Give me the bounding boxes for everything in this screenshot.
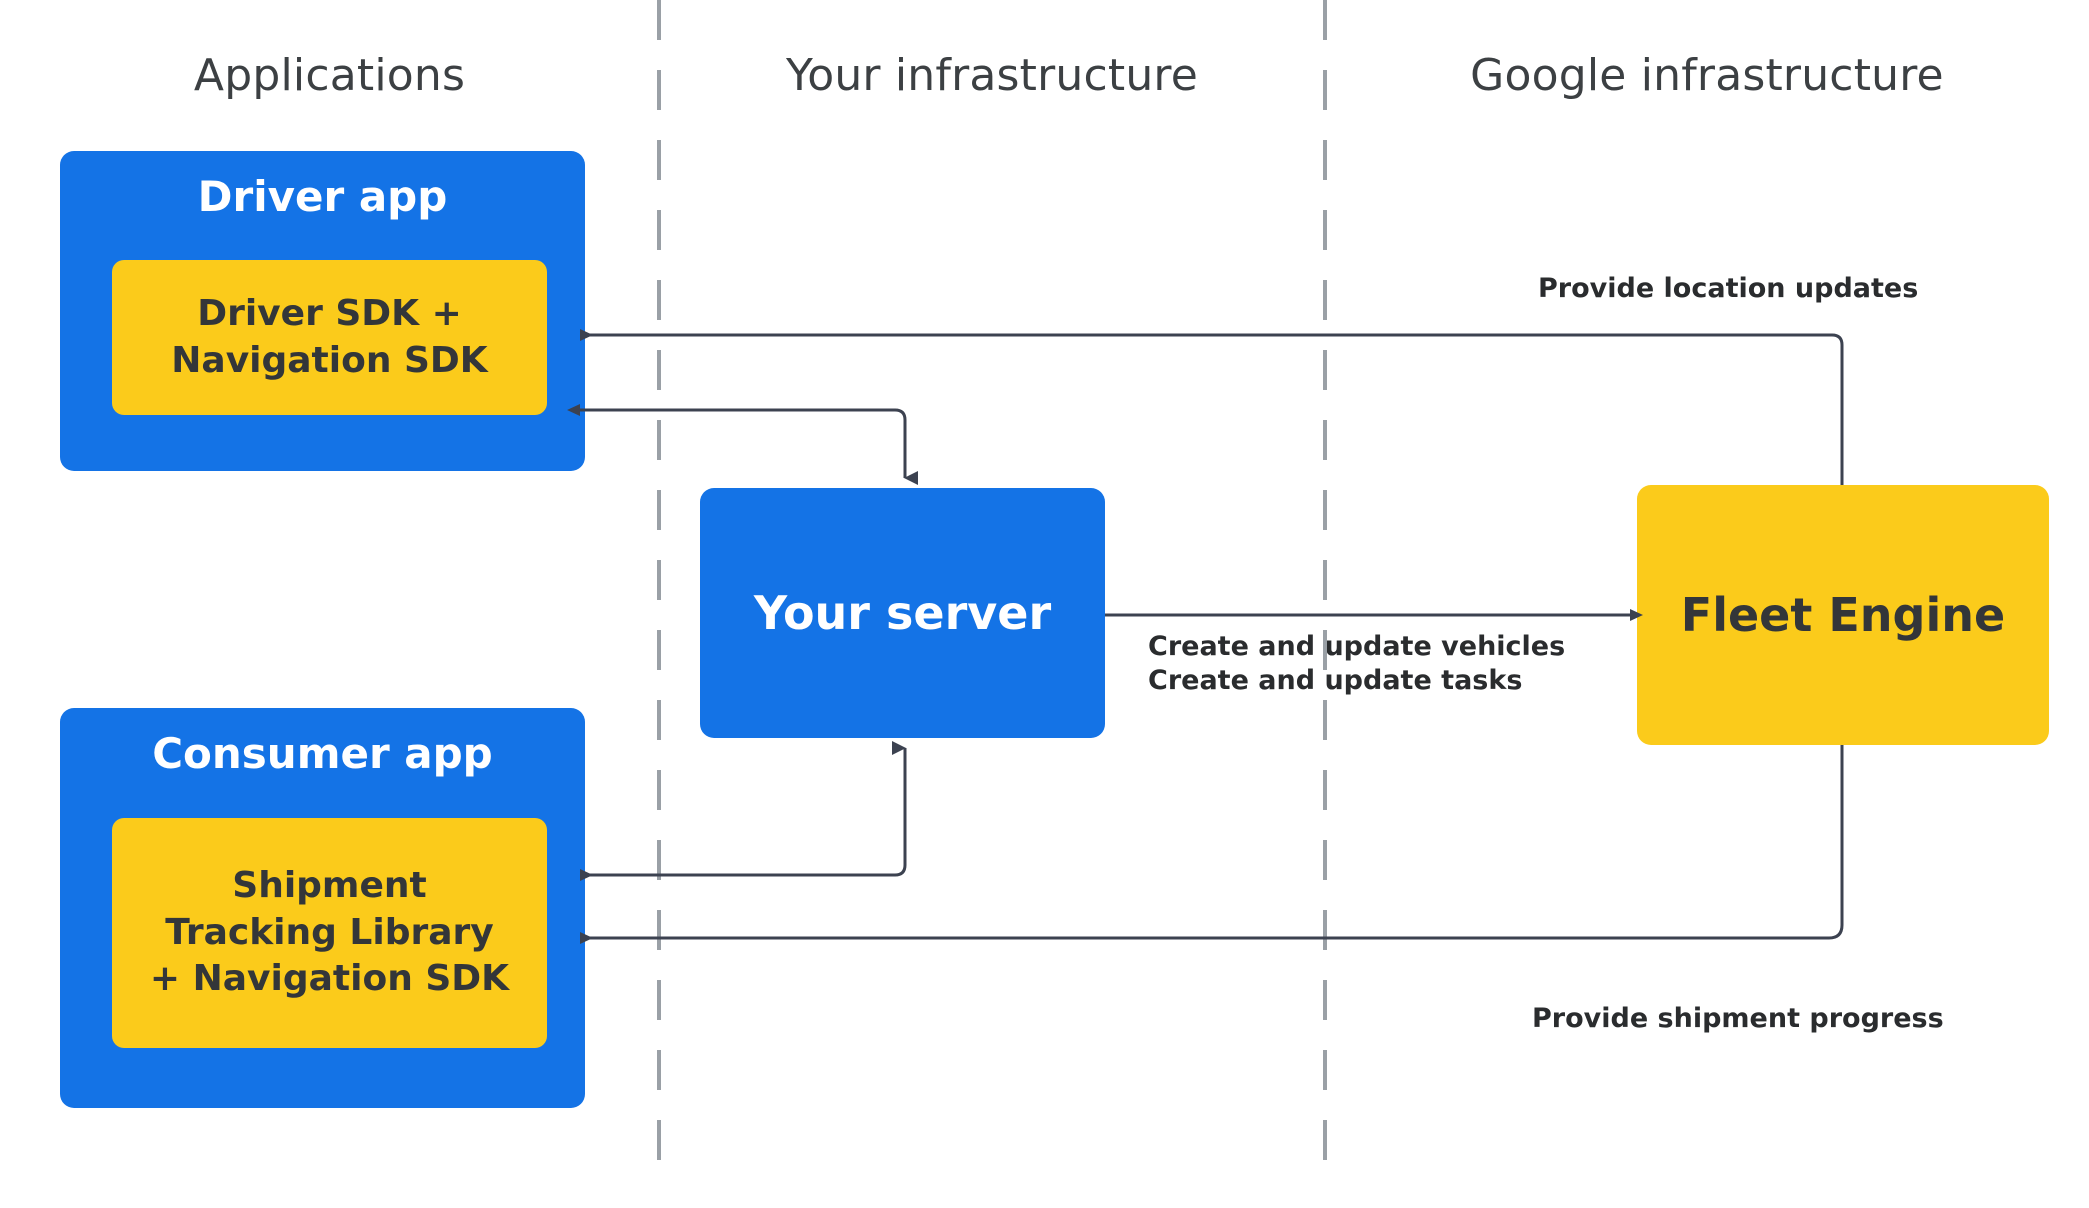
node-consumer-sdk-label: Shipment Tracking Library + Navigation S…: [149, 864, 510, 1000]
column-heading-google-infrastructure: Google infrastructure: [1470, 50, 1944, 101]
node-consumer-sdk[interactable]: Shipment Tracking Library + Navigation S…: [112, 818, 547, 1048]
node-fleet-engine-label: Fleet Engine: [1680, 588, 2006, 642]
edge-label-provide-shipment-progress: Provide shipment progress: [1532, 1003, 1944, 1034]
edge-label-provide-location-updates: Provide location updates: [1538, 273, 1919, 304]
node-fleet-engine[interactable]: Fleet Engine: [1637, 485, 2049, 745]
column-heading-applications: Applications: [193, 50, 466, 101]
node-your-server-label: Your server: [753, 586, 1052, 640]
edge-driver-app-to-your-server: [567, 404, 918, 485]
node-driver-sdk-label: Driver SDK + Navigation SDK: [171, 292, 488, 381]
edge-provide-shipment-progress: [580, 745, 1844, 944]
edge-provide-location-updates: [580, 329, 1844, 485]
node-driver-sdk[interactable]: Driver SDK + Navigation SDK: [112, 260, 547, 415]
node-consumer-app[interactable]: Consumer app Shipment Tracking Library +…: [60, 708, 585, 1108]
node-consumer-app-label: Consumer app: [152, 729, 493, 778]
column-heading-your-infrastructure: Your infrastructure: [785, 50, 1199, 101]
edge-label-create-and-update: Create and update vehicles Create and up…: [1148, 631, 1566, 697]
node-driver-app[interactable]: Driver app Driver SDK + Navigation SDK: [60, 151, 585, 471]
edge-your-server-to-consumer-app: [580, 741, 907, 881]
node-your-server[interactable]: Your server: [700, 488, 1105, 738]
node-driver-app-label: Driver app: [197, 172, 448, 221]
